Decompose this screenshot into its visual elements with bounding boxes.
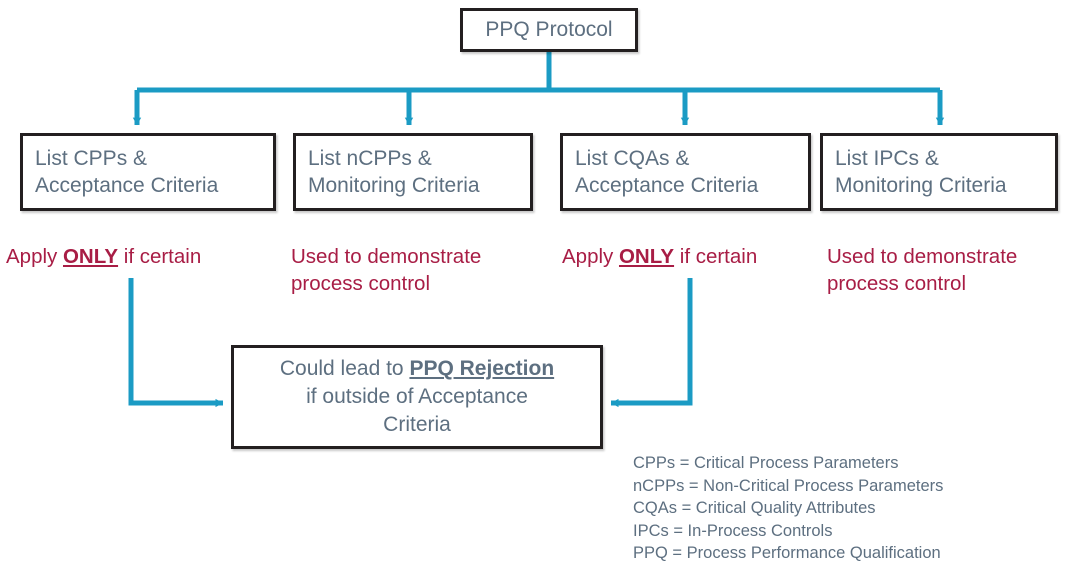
note-cpps: Apply ONLY if certain (6, 244, 276, 271)
box-ppq-rejection[interactable]: Could lead to PPQ Rejection if outside o… (231, 345, 603, 449)
box-ppq-protocol[interactable]: PPQ Protocol (460, 8, 638, 52)
note-ipcs: Used to demonstrate process control (827, 244, 1077, 297)
legend-item-cpps: CPPs = Critical Process Parameters (633, 454, 899, 472)
note-ncpps-line1: Used to demonstrate (291, 245, 482, 268)
box-list-cqas-line1: List CQAs & (575, 146, 690, 170)
connector-cqas-to-outcome (610, 278, 693, 408)
box-ppq-rejection-pre: Could lead to (279, 357, 410, 381)
box-list-cqas-line2: Acceptance Criteria (575, 174, 759, 197)
note-ipcs-line2: process control (827, 271, 967, 295)
legend-item-ipcs: IPCs = In-Process Controls (633, 521, 833, 540)
box-list-ipcs[interactable]: List IPCs & Monitoring Criteria (820, 133, 1058, 211)
box-list-ncpps-line1: List nCPPs & (308, 146, 432, 170)
note-cpps-post: if certain (118, 245, 202, 268)
legend-item-ncpps: nCPPs = Non-Critical Process Parameters (633, 476, 944, 495)
note-cqas-pre: Apply (562, 245, 619, 268)
note-cqas-post: if certain (674, 245, 758, 268)
box-list-ncpps[interactable]: List nCPPs & Monitoring Criteria (293, 133, 533, 211)
box-ppq-rejection-line2: if outside of Acceptance (306, 385, 528, 409)
note-ncpps: Used to demonstrate process control (291, 244, 541, 297)
note-cqas: Apply ONLY if certain (562, 244, 832, 271)
box-list-ipcs-line2: Monitoring Criteria (835, 174, 1007, 197)
legend-item-ppq: PPQ = Process Performance Qualification (633, 544, 941, 563)
box-ppq-rejection-emphasis: PPQ Rejection (409, 357, 555, 381)
connector-cpps-to-outcome (128, 278, 224, 408)
note-cpps-emphasis: ONLY (62, 245, 119, 268)
legend-item-cqas: CQAs = Critical Quality Attributes (633, 499, 876, 518)
note-ncpps-line2: process control (291, 271, 431, 295)
note-cqas-emphasis: ONLY (618, 245, 675, 268)
note-cpps-pre: Apply (6, 245, 63, 268)
box-list-cpps-line1: List CPPs & (35, 146, 148, 170)
abbreviation-legend: CPPs = Critical Process Parameters nCPPs… (633, 452, 943, 565)
box-list-cqas[interactable]: List CQAs & Acceptance Criteria (560, 133, 811, 211)
box-list-ipcs-line1: List IPCs & (835, 146, 939, 170)
box-ppq-protocol-label: PPQ Protocol (485, 18, 613, 41)
box-list-cpps[interactable]: List CPPs & Acceptance Criteria (20, 133, 276, 211)
box-list-ncpps-line2: Monitoring Criteria (308, 174, 480, 197)
note-ipcs-line1: Used to demonstrate (827, 245, 1018, 268)
box-list-cpps-line2: Acceptance Criteria (35, 174, 219, 197)
box-ppq-rejection-line3: Criteria (383, 412, 451, 436)
